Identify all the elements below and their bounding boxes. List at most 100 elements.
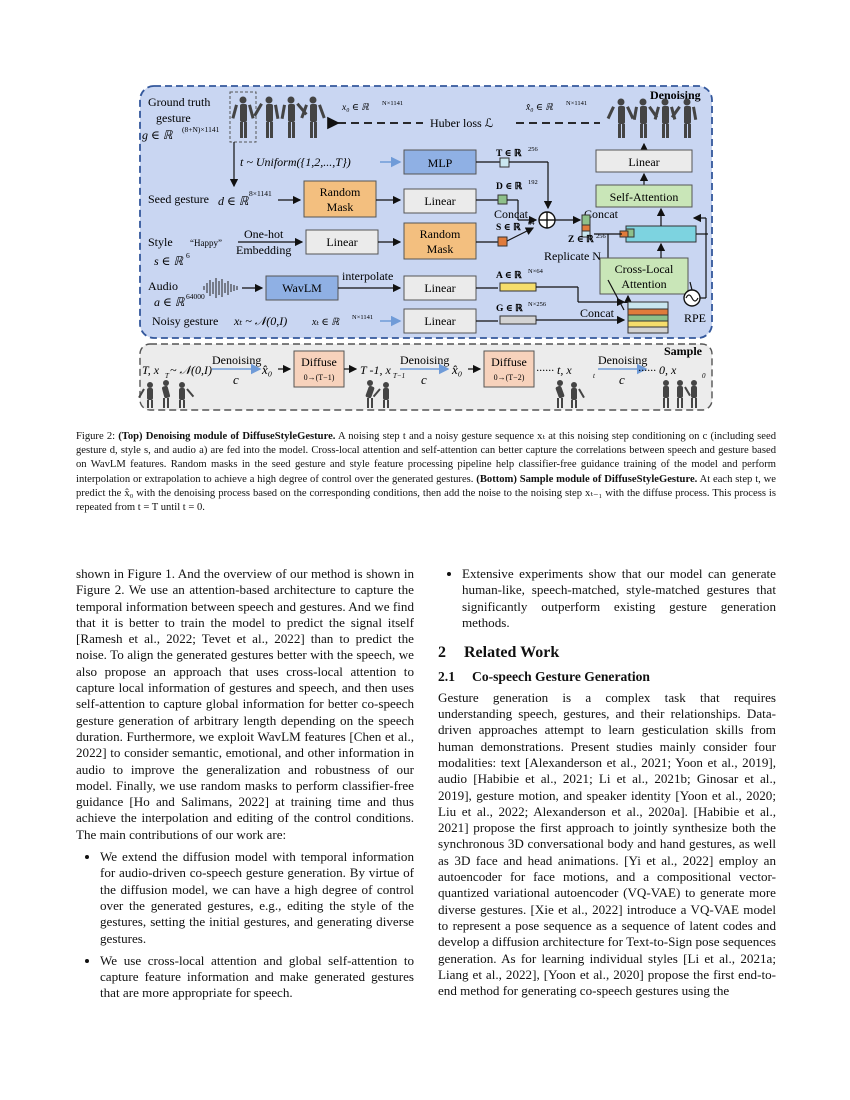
Z-dim: Z ∈ ℝ xyxy=(568,234,595,245)
gesture-label: gesture xyxy=(156,111,191,125)
one-hot-2: Embedding xyxy=(236,243,291,257)
linear-audio xyxy=(403,275,477,301)
random-mask-seed-1: Random xyxy=(320,185,361,199)
rpe-wave xyxy=(685,294,699,302)
sample-x0-1: x̂₀ xyxy=(261,362,272,377)
x0hat-dim-top: x̂₀ ∈ ℝ xyxy=(525,102,553,113)
diffuse-2: Diffuse xyxy=(491,355,527,369)
sample-end-sub: 0 xyxy=(702,372,706,380)
T-dim: T ∈ ℝ xyxy=(496,148,523,159)
S-dim: S ∈ ℝ xyxy=(496,222,522,233)
self-attention-box xyxy=(595,184,693,208)
wavlm-label: WavLM xyxy=(282,281,322,295)
happy-label: “Happy” xyxy=(190,238,222,248)
D-token xyxy=(497,194,508,205)
xt-dist: xₜ ~ 𝒩(0,I) xyxy=(233,314,287,328)
seed-gesture-label: Seed gesture xyxy=(148,192,209,206)
contributions-list-cont: Extensive experiments show that our mode… xyxy=(438,566,776,631)
T-dim-sup: 256 xyxy=(528,146,539,153)
diffuse-1: Diffuse xyxy=(301,355,337,369)
ground-truth-label: Ground truth xyxy=(148,95,210,109)
sample-c-3: c xyxy=(619,372,625,387)
sample-dots-t-sub: t xyxy=(593,372,596,380)
random-mask-style-1: Random xyxy=(420,227,461,241)
t-uniform: t ~ Uniform({1,2,...,T}) xyxy=(240,155,351,169)
random-mask-style-2: Mask xyxy=(427,242,454,256)
G-dim-sup: N×256 xyxy=(528,301,547,308)
g-dim-sup: (8+N)×1141 xyxy=(182,125,220,134)
A-dim: A ∈ ℝ xyxy=(496,270,523,281)
replicate-label: Replicate N xyxy=(544,249,601,263)
Z-to-stack xyxy=(607,279,625,311)
section-title: Related Work xyxy=(464,644,560,662)
A-dim-sup: N×64 xyxy=(528,268,544,275)
sample-denoising-1: Denoising xyxy=(212,353,261,367)
T-token xyxy=(499,157,510,168)
waveform-icon xyxy=(203,278,238,298)
S-token xyxy=(497,236,508,247)
noisy-gesture-label: Noisy gesture xyxy=(152,314,218,328)
caption-text-2: At each step t, we predict the x̂₀ with … xyxy=(76,473,777,514)
D-dim-sup: 192 xyxy=(528,179,538,186)
caption-bold-2: (Bottom) Sample module of DiffuseStyleGe… xyxy=(476,473,698,485)
sample-dots-t: ······ t, x xyxy=(536,363,572,377)
linear-seed xyxy=(403,188,477,214)
rpe-label: RPE xyxy=(684,311,706,325)
S-to-plus xyxy=(506,227,535,242)
architecture-diagram: Denoising Ground truth gesture g ∈ ℝ (8+… xyxy=(138,85,713,411)
diffuse-2-sub: 0→(T−2) xyxy=(494,373,525,382)
left-column: shown in Figure 1. And the overview of o… xyxy=(76,566,414,1008)
linear-output xyxy=(595,149,693,173)
A-token xyxy=(499,282,537,292)
sample-title: Sample xyxy=(664,344,703,358)
cross-local-2: Attention xyxy=(621,277,666,291)
interpolate-label: interpolate xyxy=(342,269,393,283)
denoising-title: Denoising xyxy=(650,88,701,102)
sample-c-2: c xyxy=(421,372,427,387)
S-dim-sup: 64 xyxy=(528,220,535,227)
Z-token-t xyxy=(581,230,591,238)
concat-block-top xyxy=(625,225,697,243)
x0-dim-top: x₀ ∈ ℝ xyxy=(341,103,369,113)
d-dim: d ∈ ℝ xyxy=(218,194,249,208)
self-attention-label: Self-Attention xyxy=(610,190,679,204)
a-dim: a ∈ ℝ xyxy=(154,295,185,309)
sample-denoising-2: Denoising xyxy=(400,353,449,367)
xt-dim-sup: N×1141 xyxy=(352,314,373,321)
sample-start-sub: T xyxy=(165,372,170,380)
subsection-title: Co-speech Gesture Generation xyxy=(472,669,650,685)
concat-stack xyxy=(627,301,669,334)
linear-output-label: Linear xyxy=(628,155,659,169)
G-token xyxy=(499,315,537,325)
sample-mid: T -1, x xyxy=(360,363,391,377)
linear-noisy xyxy=(403,308,477,334)
style-label: Style xyxy=(148,235,173,249)
sample-mid-sub: T−1 xyxy=(393,372,405,380)
s-dim: s ∈ ℝ xyxy=(154,254,184,268)
sample-panel xyxy=(139,343,713,411)
concat-label-1: Concat xyxy=(494,207,529,221)
caption-label: Figure 2: xyxy=(76,431,119,442)
figure-caption: Figure 2: (Top) Denoising module of Diff… xyxy=(76,430,776,515)
sample-c-1: c xyxy=(233,372,239,387)
G-dim: G ∈ ℝ xyxy=(496,303,524,314)
random-mask-style xyxy=(403,222,477,260)
contributions-list: We extend the diffusion model with tempo… xyxy=(76,849,414,1002)
Z-token-s xyxy=(581,224,591,232)
x0hat-dim-top-sup: N×1141 xyxy=(566,100,587,107)
linear-style xyxy=(305,229,379,255)
contribution-item: Extensive experiments show that our mode… xyxy=(462,566,776,631)
huber-loss-label: Huber loss ℒ xyxy=(430,116,494,130)
s-dim-sup: 6 xyxy=(186,251,190,260)
caption-bold-1: (Top) Denoising module of DiffuseStyleGe… xyxy=(118,431,336,442)
linear-audio-label: Linear xyxy=(424,281,455,295)
xt-dim: xₜ ∈ ℝ xyxy=(311,317,340,328)
x0-dim-top-sup: N×1141 xyxy=(382,100,403,107)
section-number: 2 xyxy=(438,644,446,662)
caption-text-1: A noising step t and a noisy gesture seq… xyxy=(76,431,776,485)
sample-start: T, x xyxy=(142,363,160,377)
mlp-label: MLP xyxy=(428,156,453,170)
random-mask-seed-2: Mask xyxy=(327,200,354,214)
diffuse-1-sub: 0→(T−1) xyxy=(304,373,335,382)
